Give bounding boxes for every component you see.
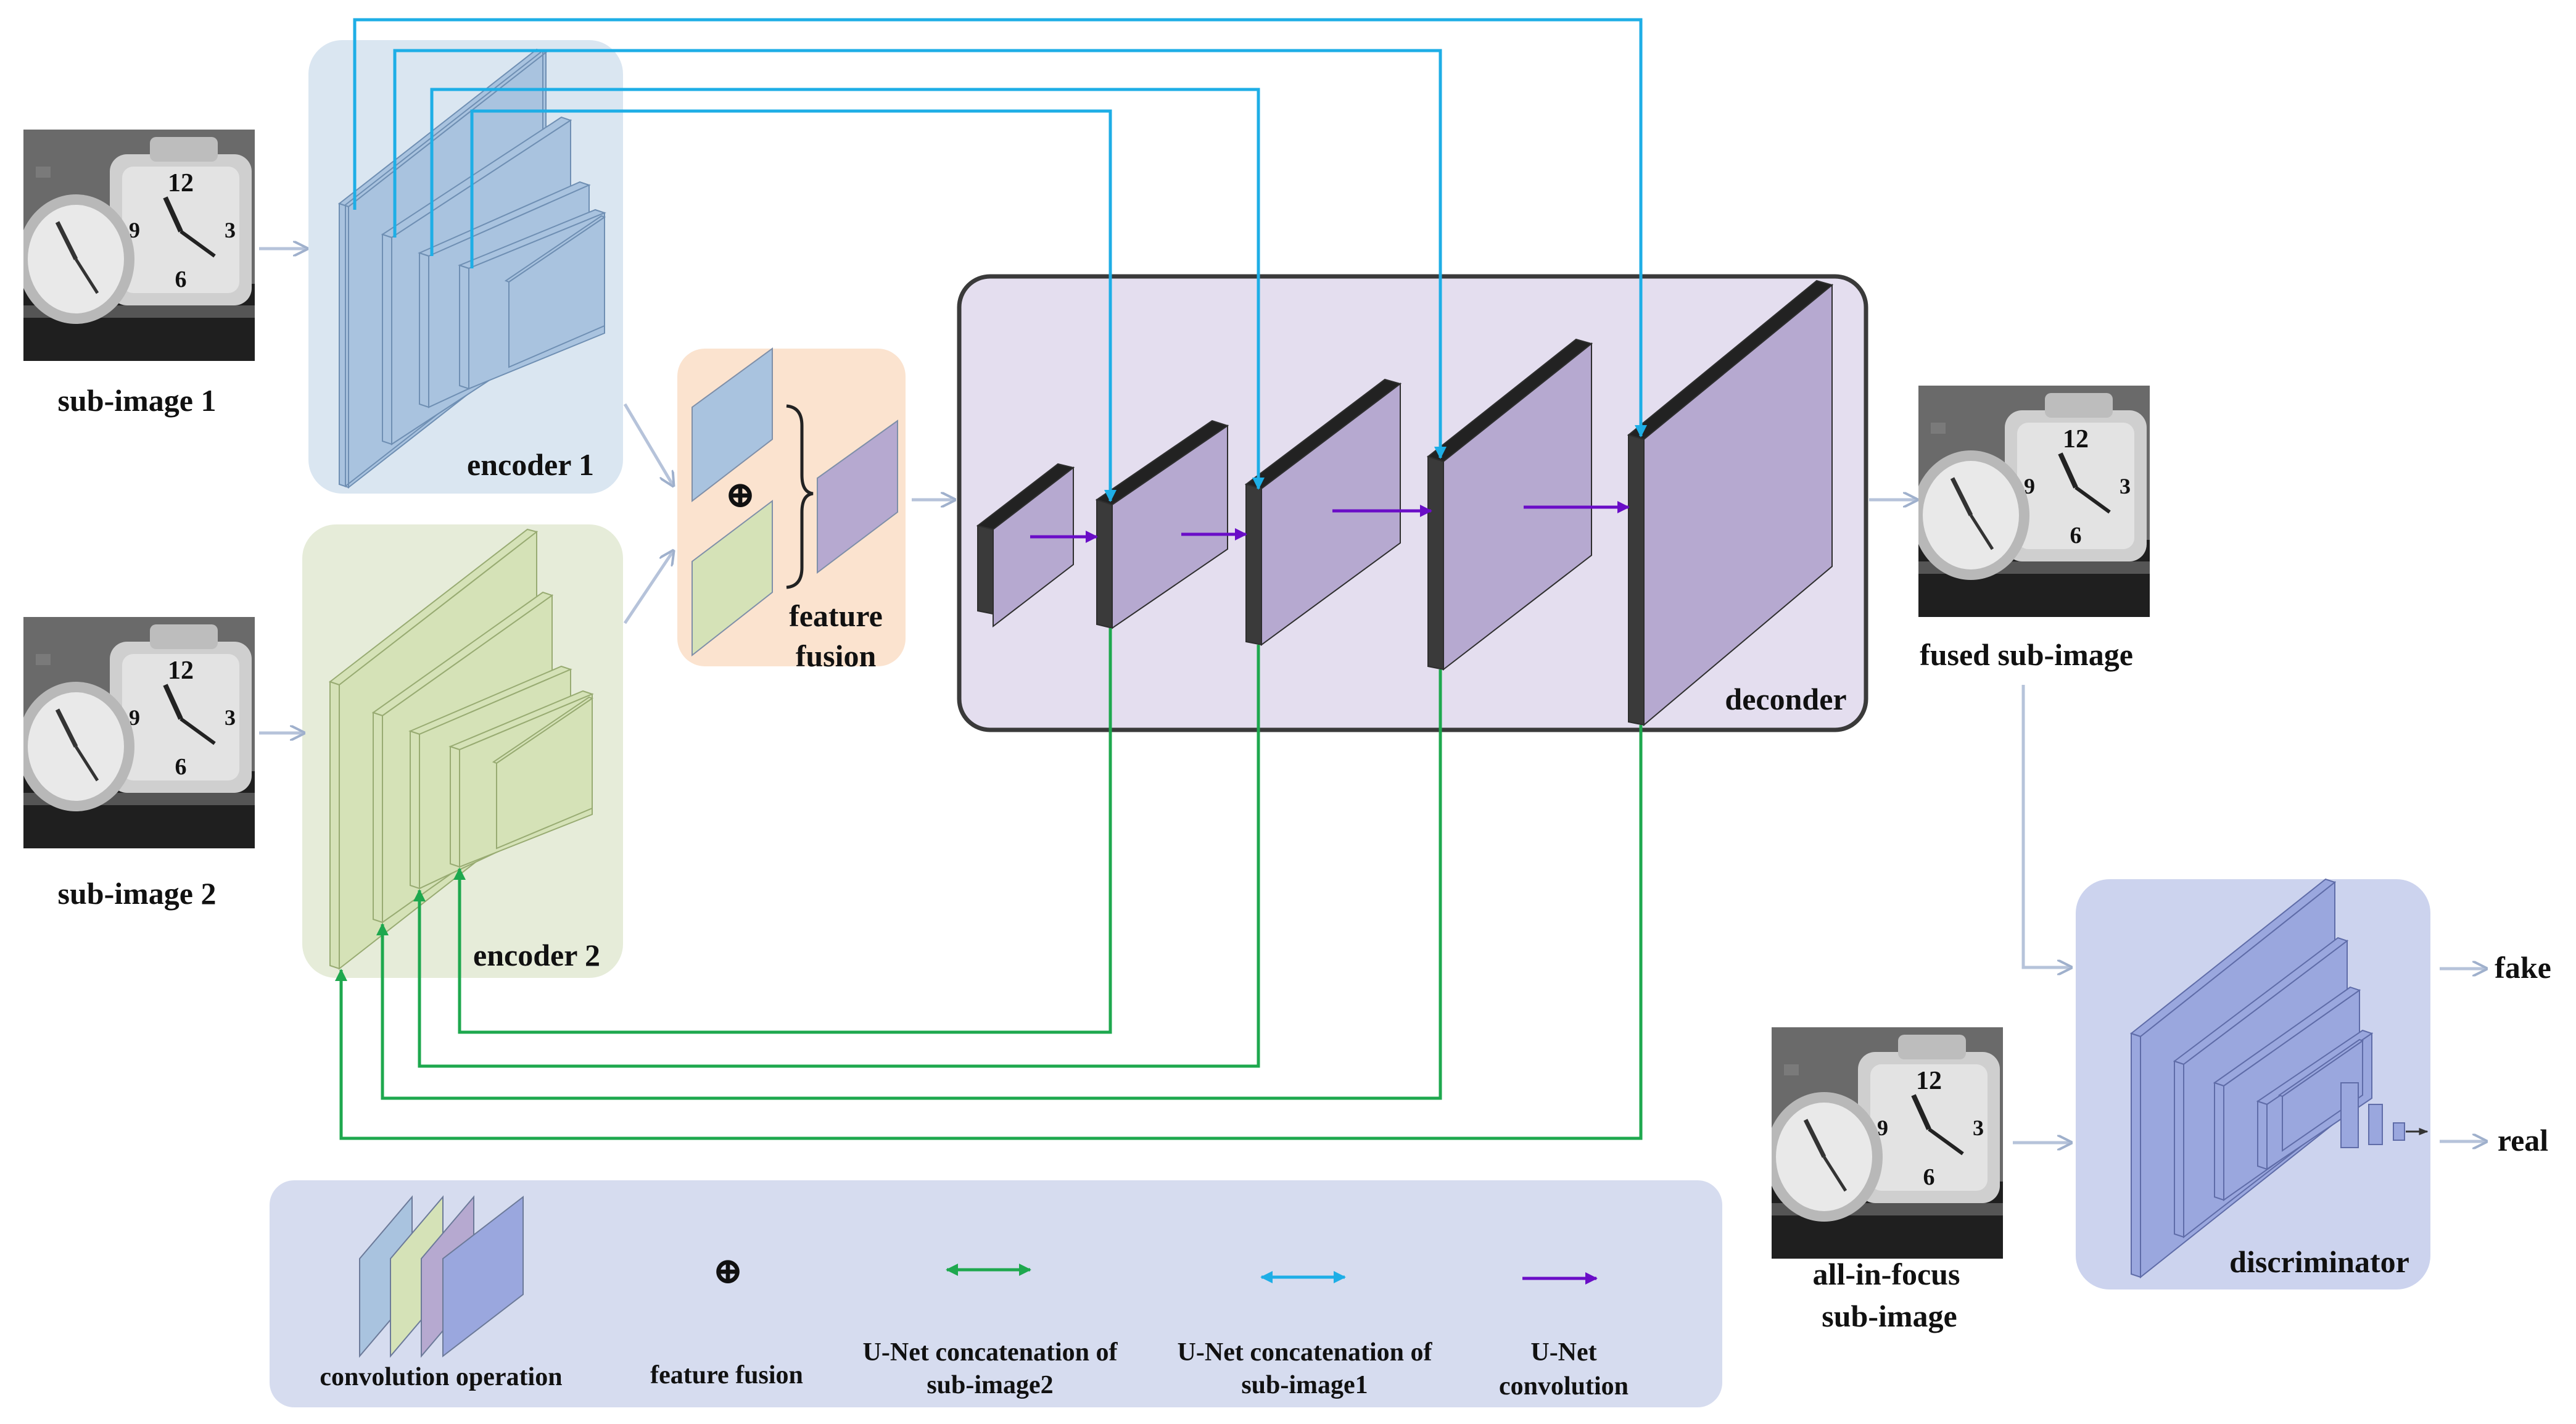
legend-fusion-icon: ⊕ bbox=[712, 1251, 743, 1291]
encoder-2-blocks bbox=[328, 528, 594, 971]
feature-fusion-label-line2: fusion bbox=[796, 639, 877, 673]
legend-concat-sub-image2-line2: sub-image2 bbox=[927, 1371, 1053, 1399]
legend-feature-fusion-label: feature fusion bbox=[650, 1361, 803, 1389]
skip-connections-sub-image-1 bbox=[353, 18, 1647, 502]
skip-connections-sub-image-2 bbox=[335, 628, 1643, 1140]
fusion-brace bbox=[786, 404, 814, 589]
feature-fusion-blocks bbox=[691, 347, 898, 657]
sub-image-1-label: sub-image 1 bbox=[58, 383, 217, 418]
sub-image-2-label: sub-image 2 bbox=[58, 876, 217, 911]
discriminator-label: discriminator bbox=[2229, 1244, 2409, 1279]
fusion-symbol: ⊕ bbox=[725, 474, 756, 515]
fused-sub-image-label: fused sub-image bbox=[1920, 637, 2133, 672]
legend-concat-sub-image1-line2: sub-image1 bbox=[1241, 1371, 1368, 1399]
legend-unet-convolution-line1: U-Net bbox=[1530, 1338, 1596, 1367]
decoder-blocks bbox=[976, 279, 1834, 727]
flow-arrows bbox=[259, 249, 2485, 1143]
real-label: real bbox=[2498, 1123, 2548, 1157]
encoder-1-blocks bbox=[337, 48, 606, 489]
legend-concat-sub-image1-line1: U-Net concatenation of bbox=[1178, 1338, 1433, 1367]
sub-image-1-photo bbox=[17, 130, 255, 361]
legend-unet-convolution-line2: convolution bbox=[1499, 1372, 1629, 1401]
fused-sub-image-photo bbox=[1912, 386, 2150, 617]
decoder-label: deconder bbox=[1725, 682, 1846, 716]
all-in-focus-label-line2: sub-image bbox=[1822, 1299, 1957, 1333]
feature-fusion-label-line1: feature bbox=[789, 598, 883, 633]
unet-convolution-arrows bbox=[1030, 501, 1630, 543]
all-in-focus-label-line1: all-in-focus bbox=[1813, 1257, 1960, 1291]
legend-panel bbox=[270, 1180, 1722, 1407]
legend-conv-icon bbox=[359, 1195, 524, 1358]
sub-image-2-photo bbox=[17, 617, 255, 848]
encoder-2-label: encoder 2 bbox=[473, 938, 600, 972]
all-in-focus-sub-image-photo bbox=[1765, 1027, 2003, 1259]
fake-label: fake bbox=[2495, 950, 2551, 985]
encoder-1-label: encoder 1 bbox=[467, 447, 594, 482]
discriminator-blocks bbox=[2129, 878, 2405, 1279]
legend-concat-sub-image2-line1: U-Net concatenation of bbox=[863, 1338, 1118, 1367]
legend-convolution-label: convolution operation bbox=[320, 1363, 562, 1391]
